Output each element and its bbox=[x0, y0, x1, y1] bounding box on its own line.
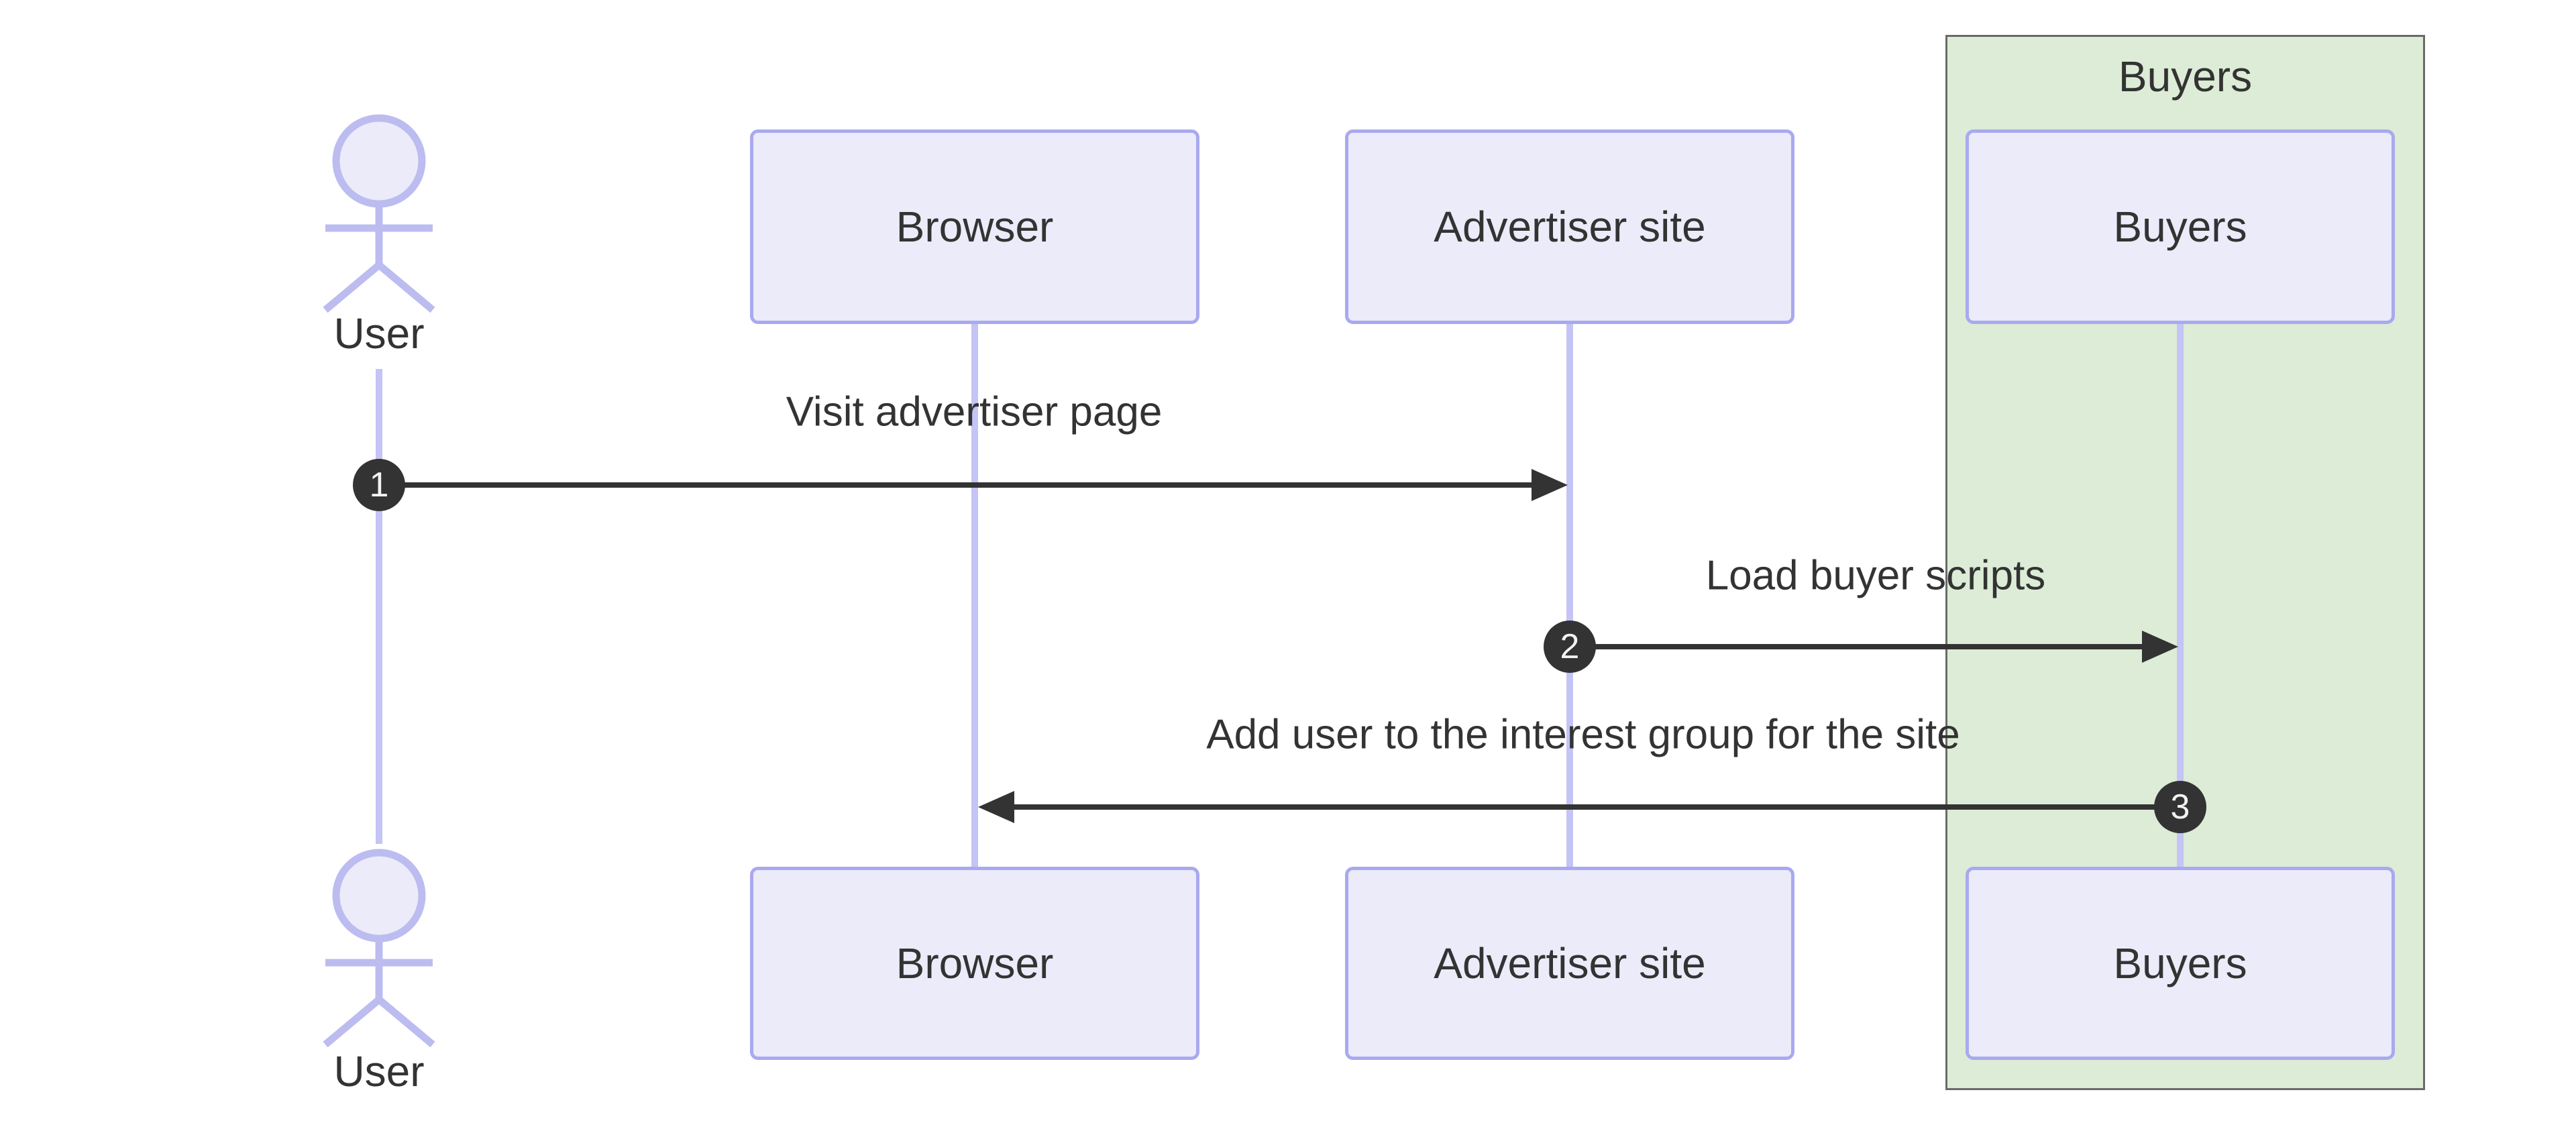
sequence-badge-2: 2 bbox=[1544, 621, 1596, 673]
message-1-line bbox=[379, 482, 1533, 488]
actor-user-label-bottom: User bbox=[333, 1047, 425, 1095]
lifeline-buyers bbox=[2177, 324, 2184, 867]
participant-label-browser-bottom: Browser bbox=[896, 939, 1054, 987]
participant-box-buyers-top: Buyers bbox=[1966, 129, 2395, 324]
message-2-line bbox=[1570, 644, 2143, 649]
message-3-label: Add user to the interest group for the s… bbox=[1206, 711, 1960, 758]
lifeline-advertiser-site bbox=[1566, 324, 1573, 867]
actor-user-icon-bottom bbox=[323, 849, 435, 1048]
participant-box-advertiser-bottom: Advertiser site bbox=[1345, 867, 1794, 1060]
lifeline-user bbox=[376, 369, 382, 844]
message-1-arrowhead-icon bbox=[1532, 469, 1568, 501]
lifeline-browser bbox=[971, 324, 978, 867]
message-2-arrowhead-icon bbox=[2142, 631, 2178, 663]
participant-label-browser-top: Browser bbox=[896, 203, 1054, 251]
message-3-line bbox=[1013, 804, 2180, 810]
message-3-arrowhead-icon bbox=[978, 791, 1014, 823]
participant-label-advertiser-top: Advertiser site bbox=[1434, 203, 1706, 251]
sequence-badge-1: 1 bbox=[353, 459, 405, 511]
actor-user-icon bbox=[323, 114, 435, 313]
participant-box-advertiser-top: Advertiser site bbox=[1345, 129, 1794, 324]
participant-box-browser-bottom: Browser bbox=[750, 867, 1199, 1060]
participant-label-advertiser-bottom: Advertiser site bbox=[1434, 939, 1706, 987]
participant-box-buyers-bottom: Buyers bbox=[1966, 867, 2395, 1060]
actor-user-label-top: User bbox=[333, 309, 425, 358]
participant-label-buyers-bottom: Buyers bbox=[2113, 939, 2247, 987]
group-title: Buyers bbox=[2118, 52, 2253, 101]
message-2-label: Load buyer scripts bbox=[1705, 552, 2046, 599]
participant-label-buyers-top: Buyers bbox=[2113, 203, 2247, 251]
sequence-badge-3: 3 bbox=[2154, 781, 2206, 833]
participant-box-browser-top: Browser bbox=[750, 129, 1199, 324]
message-1-label: Visit advertiser page bbox=[786, 388, 1163, 435]
